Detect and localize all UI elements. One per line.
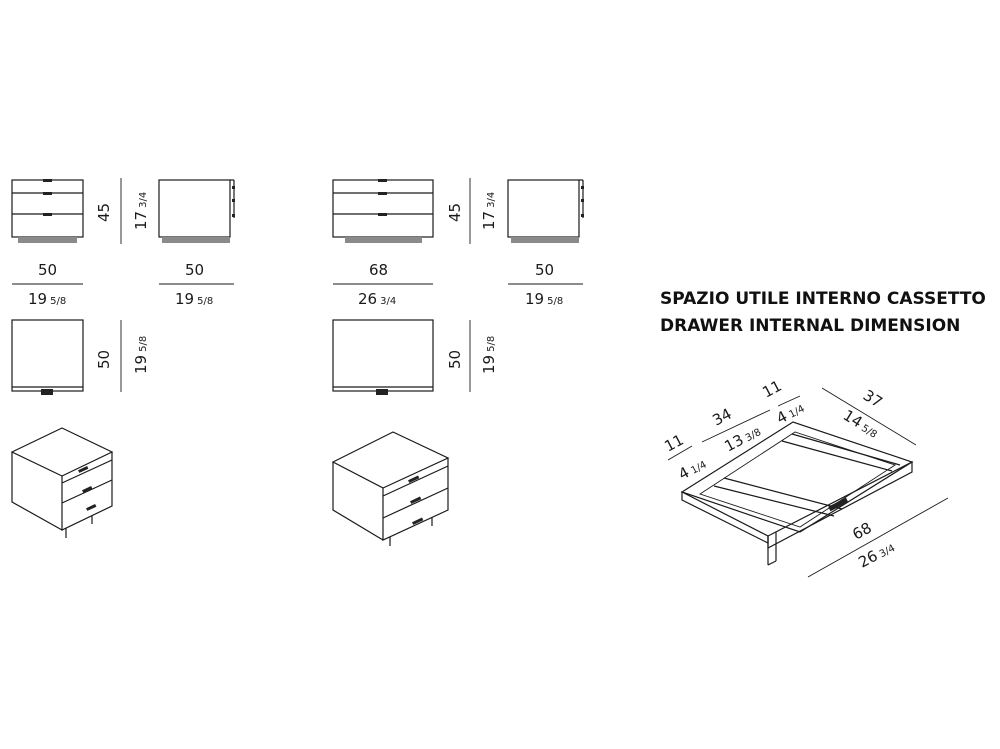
model-b-height-cm: 45 <box>446 203 464 222</box>
model-b-side-elevation <box>507 179 584 243</box>
model-a-plan-depth-in: 195/8 <box>132 336 150 374</box>
drawer-right-cm: 11 <box>759 377 784 402</box>
model-a-plan-depth-dimension: 50 195/8 <box>95 320 150 392</box>
drawer-mid-cm: 34 <box>709 405 734 430</box>
model-b-plan-view <box>332 319 434 395</box>
model-a-height-dimension: 45 173/4 <box>95 178 150 244</box>
model-b-plan-depth-dimension: 50 195/8 <box>446 320 498 392</box>
model-b-side-depth-cm: 50 <box>535 261 554 279</box>
drawer-dimension-lines <box>667 387 949 578</box>
model-b-front-elevation <box>332 179 434 243</box>
model-a-side-elevation <box>158 179 235 243</box>
drawer-width-cm: 68 <box>849 519 874 544</box>
model-a-height-in: 173/4 <box>132 192 150 230</box>
drawer-mid-in: 133/8 <box>721 422 763 456</box>
drawer-left-in: 41/4 <box>675 454 709 483</box>
model-a-front-width-cm: 50 <box>38 261 57 279</box>
model-b-plan-depth-in: 195/8 <box>480 336 498 374</box>
drawer-heading-italian: SPAZIO UTILE INTERNO CASSETTO <box>660 289 986 309</box>
model-a-side-depth-cm: 50 <box>185 261 204 279</box>
drawer-width-in: 263/4 <box>855 538 897 572</box>
model-b-front-width-cm: 68 <box>369 261 388 279</box>
model-b-height-in: 173/4 <box>480 192 498 230</box>
drawer-isometric <box>680 421 914 566</box>
model-a-height-cm: 45 <box>95 203 113 222</box>
model-a-isometric-view <box>10 427 114 538</box>
model-a-plan-depth-cm: 50 <box>95 350 113 369</box>
model-a-plan-view <box>11 319 84 395</box>
model-a-front-elevation <box>11 179 84 243</box>
drawer-depth-cm: 37 <box>860 386 886 411</box>
model-b-height-dimension: 45 173/4 <box>446 178 498 244</box>
model-b-isometric-view <box>331 431 450 546</box>
model-b-plan-depth-cm: 50 <box>446 350 464 369</box>
drawer-heading-english: DRAWER INTERNAL DIMENSION <box>660 316 960 336</box>
